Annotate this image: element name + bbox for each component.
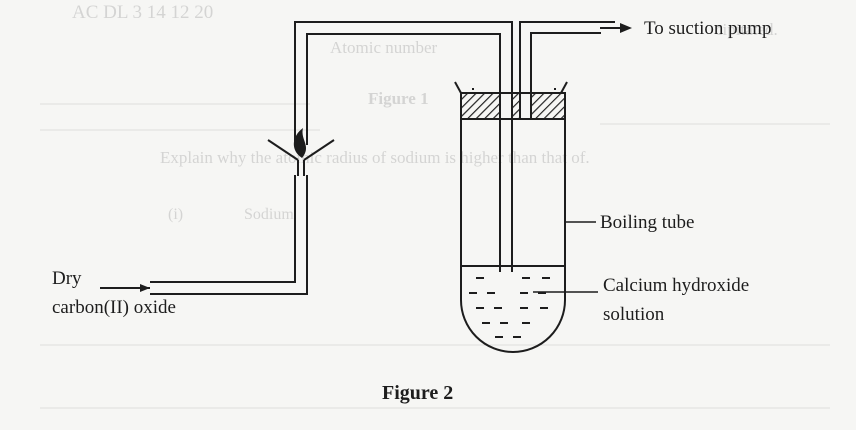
outlet-tube <box>519 21 615 80</box>
label-carbon-ii-oxide: carbon(II) oxide <box>52 297 176 318</box>
outlet-arrow <box>600 23 632 33</box>
inlet-pipe <box>150 21 513 295</box>
bleed-figure1: Figure 1 <box>368 89 429 108</box>
label-boiling-tube: Boiling tube <box>600 212 695 233</box>
bleed-rule-lines <box>40 103 830 409</box>
bleed-explain: Explain why the atomic radius of sodium … <box>160 148 590 167</box>
bleed-item-text: Sodium <box>244 206 294 223</box>
leader-lines <box>533 221 598 293</box>
label-solution: solution <box>603 304 665 325</box>
bleed-top-row: AC DL 3 14 12 20 <box>72 2 214 23</box>
label-calcium-hydroxide: Calcium hydroxide <box>603 275 750 296</box>
figure-caption: Figure 2 <box>382 382 454 404</box>
label-suction-pump: To suction pump <box>644 18 772 39</box>
funnel-jet <box>267 139 335 176</box>
bleed-right-edge: cipitated. <box>715 20 778 39</box>
bleed-atomic-number: Atomic number <box>330 38 438 57</box>
label-dry: Dry <box>52 268 82 289</box>
bleed-item: (i) <box>168 206 184 223</box>
boiling-tube <box>454 81 568 353</box>
flame-icon <box>293 128 307 158</box>
solution-dashes <box>469 277 550 338</box>
cork-stopper <box>462 94 564 118</box>
inlet-arrow <box>100 284 150 292</box>
